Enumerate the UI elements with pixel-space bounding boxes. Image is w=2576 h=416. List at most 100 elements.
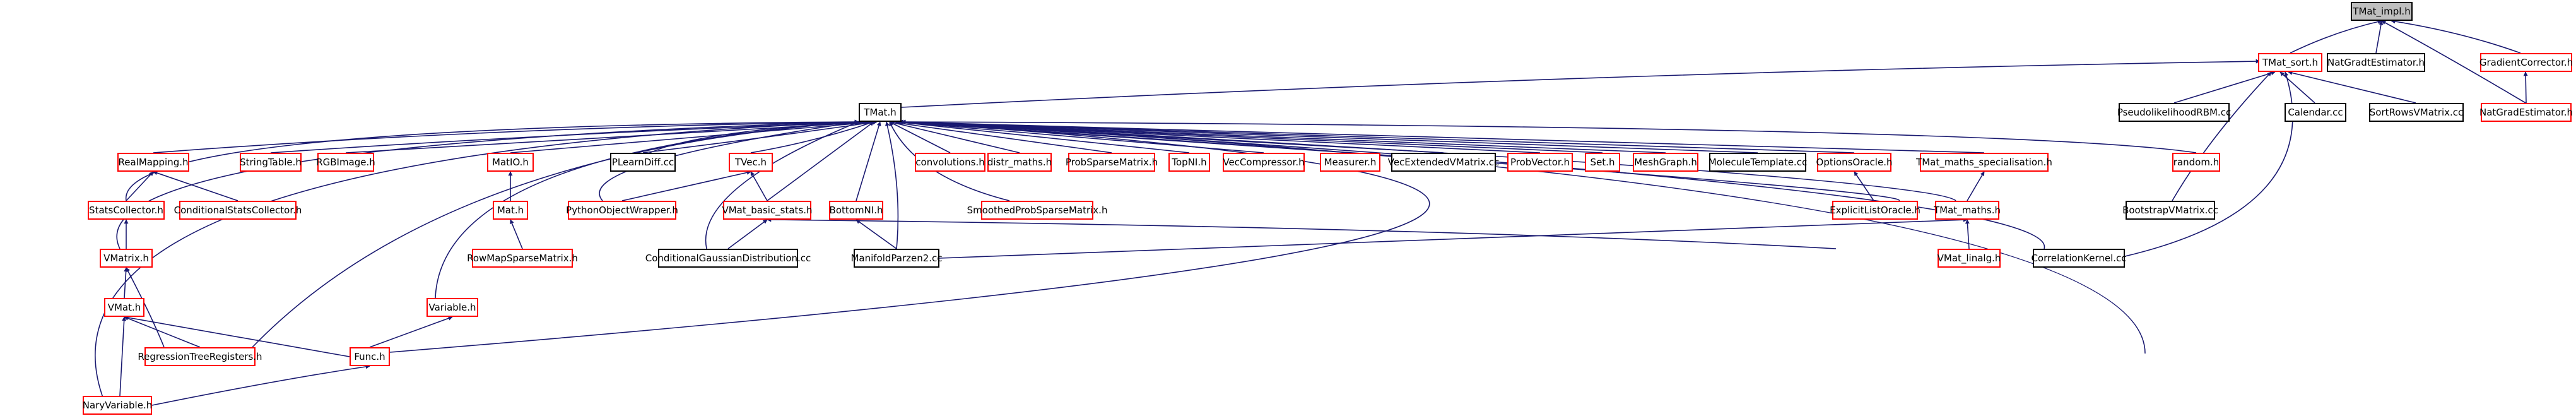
dependency-edge [126, 267, 165, 348]
node-manifold-parzen2[interactable]: ManifoldParzen2.cc [850, 249, 943, 268]
node-smoothed-probsparse[interactable]: SmoothedProbSparseMatrix.h [967, 201, 1107, 220]
dependency-edge [2172, 71, 2272, 201]
node-distr-maths[interactable]: distr_maths.h [987, 153, 1052, 172]
node-tvec[interactable]: TVec.h [729, 153, 773, 172]
node-natgradt-estimator[interactable]: NatGradtEstimator.h [2327, 53, 2425, 72]
dependency-edge [889, 121, 1020, 153]
dependency-edge [153, 170, 238, 201]
node-probsparsematrix[interactable]: ProbSparseMatrix.h [1066, 153, 1158, 172]
node-realmapping[interactable]: RealMapping.h [117, 153, 189, 172]
dependency-edge [727, 219, 768, 249]
node-probvector[interactable]: ProbVector.h [1507, 153, 1573, 172]
node-vmatrix[interactable]: VMatrix.h [100, 249, 153, 268]
dependency-edge [898, 119, 1855, 153]
node-natgrad-estimator[interactable]: NatGradEstimator.h [2479, 103, 2573, 122]
node-func[interactable]: Func.h [350, 347, 390, 366]
dependency-edge [939, 217, 1968, 259]
dependency-edge [2173, 71, 2276, 104]
dependency-edge [895, 120, 1190, 153]
dependency-edge [2290, 19, 2382, 54]
node-correlation-kernel[interactable]: CorrelationKernel.cc [2031, 249, 2127, 268]
node-sortrows-vmatrix[interactable]: SortRowsVMatrix.cc [2369, 103, 2464, 122]
dependency-edge [1967, 171, 1985, 201]
node-variable[interactable]: Variable.h [426, 298, 478, 317]
node-stringtable[interactable]: StringTable.h [240, 153, 302, 172]
dependency-edge [901, 119, 2197, 153]
dependency-edge [2381, 20, 2526, 104]
node-tmat-maths[interactable]: TMat_maths.h [1934, 201, 2001, 220]
node-pseudolikelihood-rbm[interactable]: PseudolikelihoodRBM.cc [2117, 103, 2231, 122]
node-convolutions[interactable]: convolutions.h [915, 153, 985, 172]
dependency-edge [510, 120, 878, 153]
dependency-edge [2288, 71, 2416, 104]
node-optionsoracle[interactable]: OptionsOracle.h [1816, 153, 1892, 172]
dependency-edge [901, 59, 2261, 108]
node-gradient-corrector[interactable]: GradientCorrector.h [2479, 53, 2573, 72]
dependency-edge [767, 217, 1837, 249]
dependency-edge [895, 119, 1666, 153]
node-tmat-sort[interactable]: TMat_sort.h [2258, 53, 2322, 72]
node-meshgraph[interactable]: MeshGraph.h [1633, 153, 1698, 172]
node-measurer[interactable]: Measurer.h [1320, 153, 1380, 172]
node-vmat-basic-stats[interactable]: VMat_basic_stats.h [722, 201, 813, 220]
dependency-edge [621, 170, 751, 201]
node-tmat-maths-specialisation[interactable]: TMat_maths_specialisation.h [1916, 153, 2052, 172]
node-calendar[interactable]: Calendar.cc [2285, 103, 2346, 122]
node-plearndiff[interactable]: PLearnDiff.cc [610, 153, 676, 172]
node-bootstrap-vmatrix[interactable]: BootstrapVMatrix.cc [2122, 201, 2218, 220]
node-rgbimage[interactable]: RGBImage.h [316, 153, 375, 172]
dependency-edge [2391, 19, 2521, 54]
node-veccompressor[interactable]: VecCompressor.h [1223, 153, 1305, 172]
node-mat[interactable]: Mat.h [493, 201, 528, 220]
node-conditional-statscollector[interactable]: ConditionalStatsCollector.h [174, 201, 302, 220]
dependency-edge [901, 119, 2045, 249]
node-matio[interactable]: MatIO.h [487, 153, 534, 172]
dependency-edge [119, 316, 127, 396]
dependency-edge [889, 120, 1112, 153]
node-vecextended-vmatrix[interactable]: VecExtendedVMatrix.cc [1388, 153, 1499, 172]
node-explicit-list-oracle[interactable]: ExplicitListOracle.h [1830, 201, 1920, 220]
node-vmat-linalg[interactable]: VMat_linalg.h [1938, 249, 2001, 268]
dependency-edge [126, 171, 154, 201]
dependency-edge [1854, 171, 1874, 201]
dependency-edge [856, 219, 897, 249]
dependency-edge [750, 121, 874, 153]
node-regression-tree-registers[interactable]: RegressionTreeRegisters.h [138, 347, 262, 366]
dependency-edge [898, 119, 1758, 153]
dependency-edge [889, 121, 951, 153]
dependency-edge [510, 219, 523, 249]
dependency-edge [124, 315, 350, 357]
dependency-edge [885, 121, 899, 249]
node-random[interactable]: random.h [2172, 153, 2220, 172]
node-set[interactable]: Set.h [1585, 153, 1620, 172]
dependency-edge [2279, 71, 2315, 104]
dependency-edge [389, 119, 1430, 353]
node-tmat-impl: TMat_impl.h [2351, 2, 2413, 21]
node-topnl[interactable]: TopNI.h [1168, 153, 1210, 172]
node-rowmap-sparse-matrix[interactable]: RowMapSparseMatrix.h [467, 249, 578, 268]
dependency-edge [126, 119, 859, 201]
dependency-edge [750, 171, 768, 201]
dependency-edge [124, 316, 201, 348]
node-tmat[interactable]: TMat.h [859, 103, 902, 122]
dependency-edge [151, 364, 370, 406]
dependency-edge [2375, 20, 2384, 54]
dependency-edge [252, 119, 859, 348]
dependency-edge [705, 121, 859, 249]
node-statscollector[interactable]: StatsCollector.h [88, 201, 165, 220]
dependency-edge [124, 267, 129, 299]
dependency-edge [153, 119, 878, 153]
node-conditional-gaussian[interactable]: ConditionalGaussianDistribution.cc [645, 249, 811, 268]
dependency-edge [369, 316, 453, 348]
dependency-edge [901, 119, 1900, 201]
dependency-edge [856, 121, 881, 201]
node-bottomnl[interactable]: BottomNI.h [829, 201, 883, 220]
node-molecule-template[interactable]: MoleculeTemplate.cc [1709, 153, 1807, 172]
node-python-object-wrapper[interactable]: PythonObjectWrapper.h [566, 201, 678, 220]
node-vmat[interactable]: VMat.h [104, 298, 144, 317]
dependency-edge [116, 119, 859, 249]
dependency-edge [767, 121, 874, 201]
node-nary-variable[interactable]: NaryVariable.h [83, 396, 152, 415]
